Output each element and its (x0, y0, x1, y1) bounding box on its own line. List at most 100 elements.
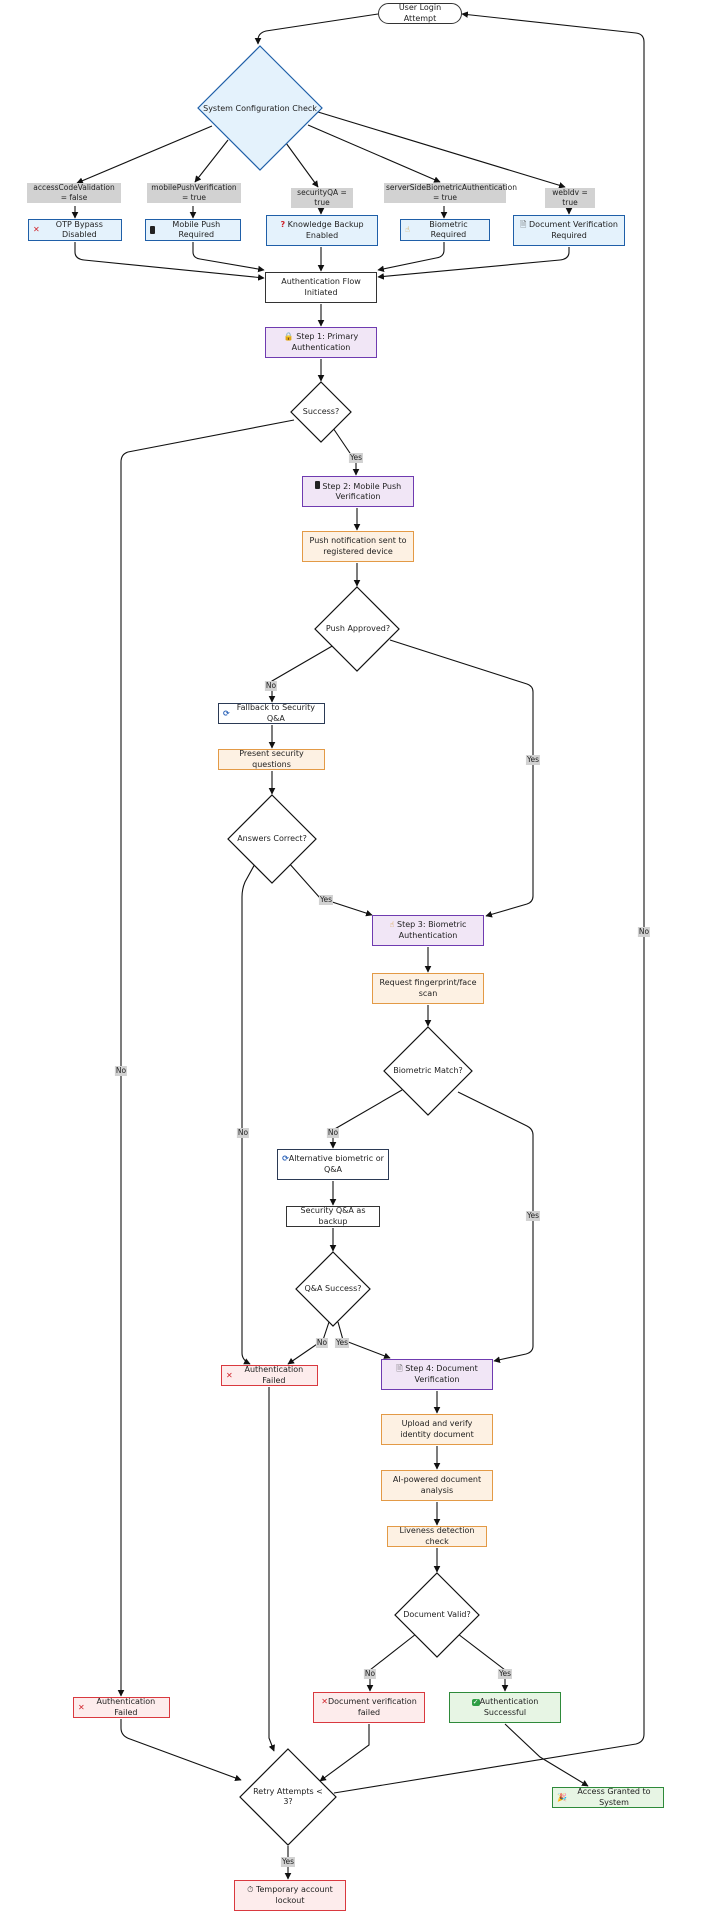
present-questions-node: Present security questions (218, 749, 325, 770)
knowledge-backup-node: ? Knowledge Backup Enabled (266, 215, 378, 246)
push-approved-decision: Push Approved? (320, 620, 396, 638)
access-granted-node: 🎉Access Granted to System (552, 1787, 664, 1808)
step3-node: ☝ Step 3: Biometric Authentication (372, 915, 484, 946)
auth-success-node: ✓Authentication Successful (449, 1692, 561, 1723)
upload-verify-label: Upload and verify identity document (400, 1419, 474, 1439)
edge-valid-yes (457, 1633, 509, 1692)
refresh-icon: ⟳ (282, 1154, 289, 1164)
config-tag-security-qa-text: securityQA = true (297, 188, 347, 207)
edge-match-no (329, 1089, 403, 1149)
auth-failed-left-node: ✕Authentication Failed (73, 1697, 170, 1718)
present-questions-label: Present security questions (239, 749, 304, 769)
question-mark-icon: ? (280, 220, 286, 230)
liveness-node: Liveness detection check (387, 1526, 487, 1547)
config-tag-mobile-push-text: mobilePushVerification = true (151, 183, 237, 202)
step2-node: Step 2: Mobile Push Verification (302, 476, 414, 507)
edge-config-to-qa (285, 142, 319, 188)
answers-correct-decision: Answers Correct? (234, 830, 310, 848)
step3-label: Step 3: Biometric Authentication (396, 920, 467, 940)
mobile-phone-icon (150, 226, 155, 234)
edge-start-to-config (254, 13, 379, 45)
pointing-hand-icon: ☝ (405, 225, 410, 234)
edge-failedleft-to-retry (120, 1719, 242, 1782)
edge-approved-yes (389, 639, 534, 918)
mobile-phone-icon (314, 480, 320, 489)
config-tag-access-code-text: accessCodeValidation = false (33, 183, 115, 202)
security-qa-backup-label: Security Q&A as backup (300, 1206, 366, 1226)
mobile-push-required-label: Mobile Push Required (172, 219, 221, 239)
edge-docfailed-to-retry (319, 1724, 370, 1782)
config-tag-biometric-text: serverSideBiometricAuthentication = true (386, 183, 517, 202)
edge-doc-to-flow (377, 247, 570, 280)
ai-analysis-label: AI-powered document analysis (392, 1475, 482, 1495)
edge-bio-to-flow (377, 242, 445, 273)
qa-success-decision: Q&A Success? (296, 1280, 370, 1298)
config-tag-security-qa: securityQA = true (291, 188, 353, 208)
edge-success-no (117, 419, 295, 1697)
auth-failed-left-label: Authentication Failed (96, 1697, 156, 1717)
biometric-match-decision: Biometric Match? (390, 1062, 466, 1080)
auth-failed-mid-node: ✕ Authentication Failed (221, 1365, 318, 1386)
edge-success-yes (332, 427, 360, 476)
cross-mark-icon: ✕ (226, 1370, 233, 1380)
config-tag-access-code: accessCodeValidation = false (27, 183, 121, 203)
document-valid-decision: Document Valid? (399, 1606, 475, 1624)
qa-success-label: Q&A Success? (304, 1284, 362, 1294)
edge-qa-no (287, 1321, 330, 1365)
stopwatch-icon: ⏱ (247, 1885, 254, 1895)
retry-decision: Retry Attempts < 3? (250, 1787, 326, 1806)
edge-config-to-access (76, 125, 213, 184)
cross-mark-icon: ✕ (33, 225, 40, 234)
edge-label-valid-yes: Yes (497, 1669, 513, 1679)
knowledge-backup-label: Knowledge Backup Enabled (287, 220, 364, 240)
doc-failed-label: Document verification failed (327, 1697, 417, 1717)
mobile-push-required-node: Mobile Push Required (145, 219, 241, 241)
push-sent-node: Push notification sent to registered dev… (302, 531, 414, 562)
liveness-label: Liveness detection check (399, 1526, 475, 1546)
start-label: User Login Attempt (398, 3, 442, 23)
document-icon: 🗎 (520, 220, 527, 230)
edge-config-to-webidv (317, 111, 566, 189)
doc-failed-node: ✕Document verification failed (313, 1692, 425, 1723)
check-mark-icon: ✓ (471, 1698, 480, 1707)
fallback-qa-label: Fallback to Security Q&A (236, 703, 315, 723)
step4-node: 🗎 Step 4: Document Verification (381, 1359, 493, 1390)
document-verification-required-node: 🗎 Document Verification Required (513, 215, 625, 246)
refresh-icon: ⟳ (223, 708, 230, 718)
alt-biometric-label: Alternative biometric or Q&A (288, 1154, 384, 1174)
pointing-hand-icon: ☝ (389, 920, 395, 930)
edge-approved-no (268, 644, 335, 703)
edge-config-to-mobile (194, 139, 229, 183)
edge-label-success-yes: Yes (348, 453, 364, 463)
auth-failed-mid-label: Authentication Failed (244, 1365, 304, 1385)
edge-label-qa-no: No (315, 1338, 329, 1348)
auth-flow-initiated-node: Authentication Flow Initiated (265, 272, 377, 303)
edge-label-match-yes: Yes (525, 1211, 541, 1221)
security-qa-backup-node: Security Q&A as backup (286, 1206, 380, 1227)
start-terminal: User Login Attempt (378, 3, 462, 24)
edge-otp-to-flow (74, 242, 265, 281)
step2-label: Step 2: Mobile Push Verification (322, 481, 402, 501)
config-check-decision: System Configuration Check (200, 92, 320, 126)
biometric-required-label: Biometric Required (429, 219, 468, 239)
lock-icon: 🔒 (283, 332, 294, 342)
edge-config-to-bio (307, 124, 441, 183)
edge-label-answers-no: No (236, 1128, 250, 1138)
edge-label-match-no: No (326, 1128, 340, 1138)
edge-label-qa-yes: Yes (334, 1338, 350, 1348)
document-icon: 🗎 (396, 1364, 403, 1374)
push-sent-label: Push notification sent to registered dev… (309, 536, 407, 556)
edge-valid-no (366, 1633, 417, 1692)
success-decision-label: Success? (302, 407, 340, 417)
edge-label-approved-yes: Yes (525, 755, 541, 765)
ai-analysis-node: AI-powered document analysis (381, 1470, 493, 1501)
retry-label: Retry Attempts < 3? (253, 1787, 323, 1806)
auth-flow-initiated-label: Authentication Flow Initiated (281, 277, 361, 297)
config-tag-webidv-text: webIdv = true (552, 188, 588, 207)
edge-failedmid-to-retry (268, 1387, 275, 1752)
lockout-label: Temporary account lockout (255, 1885, 333, 1905)
edge-answers-no (241, 861, 257, 1365)
cross-mark-icon: ✕ (321, 1697, 328, 1707)
config-tag-mobile-push: mobilePushVerification = true (147, 183, 241, 203)
